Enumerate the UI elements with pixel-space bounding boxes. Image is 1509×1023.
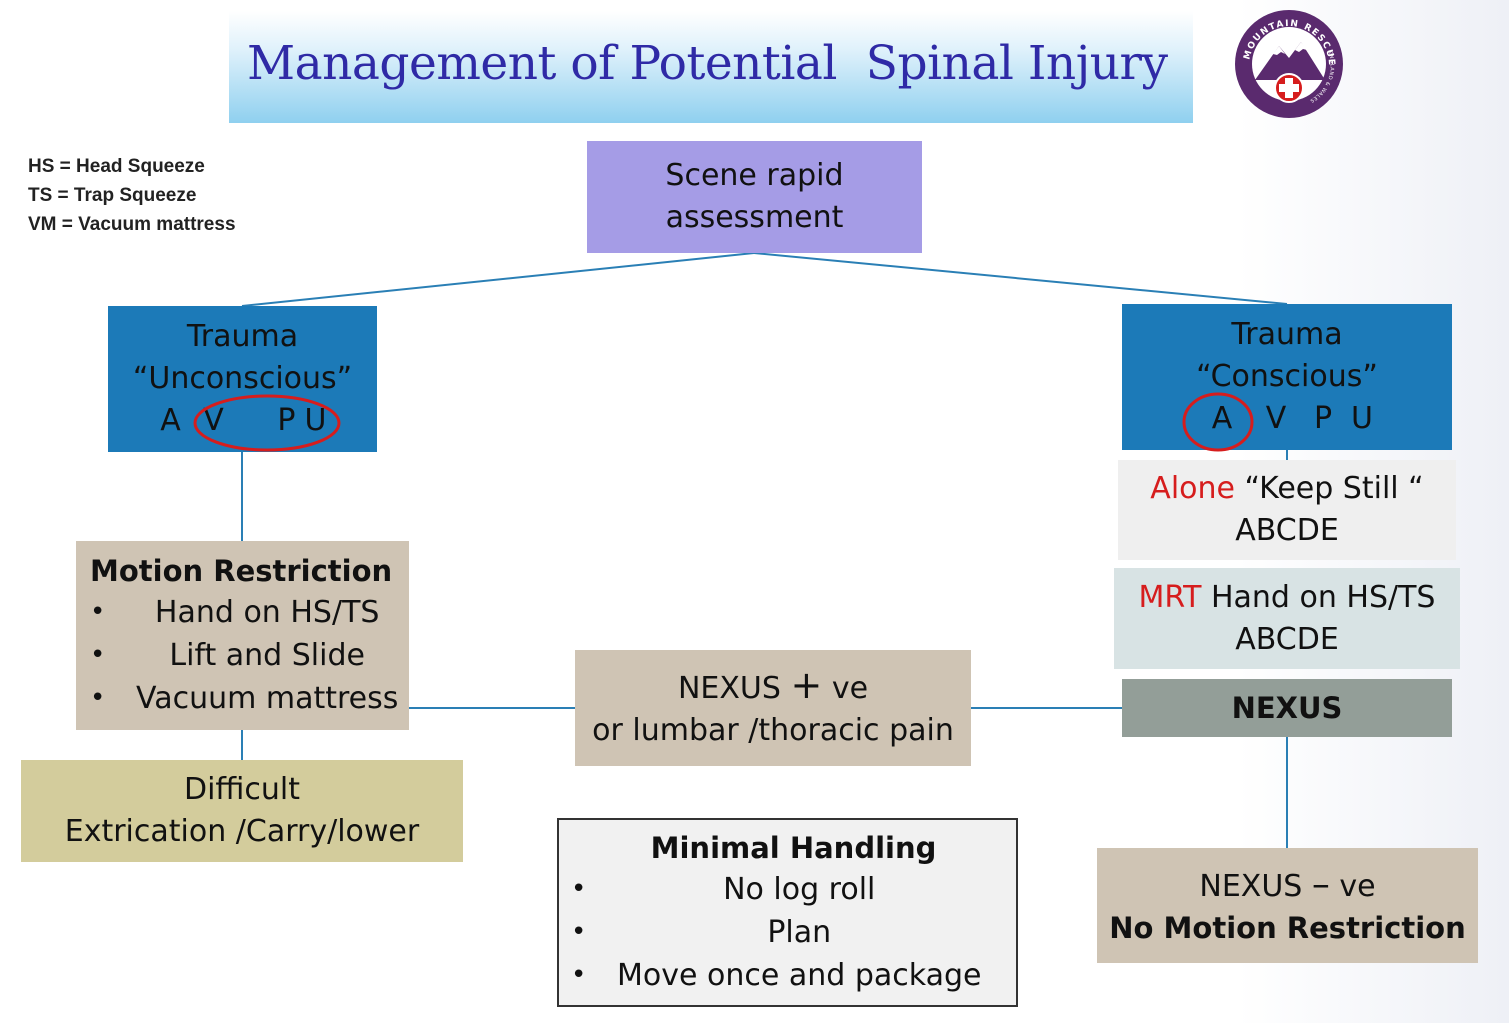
title-banner: Management of Potential Spinal Injury — [229, 11, 1193, 123]
scene-line-1: Scene rapid — [665, 158, 844, 193]
legend-vm: VM = Vacuum mattress — [28, 214, 236, 235]
page-title: Management of Potential Spinal Injury — [247, 36, 1168, 91]
highlight-circle-a — [1182, 392, 1254, 452]
mrt-label: MRT — [1138, 579, 1202, 615]
list-item: Hand on HS/TS — [90, 591, 398, 634]
motion-heading: Motion Restriction — [90, 554, 393, 588]
nexus-pos-line-1: NEXUS + ve — [677, 663, 869, 707]
nexus-positive-box: NEXUS + ve or lumbar /thoracic pain — [575, 650, 971, 766]
nexus-negative-box: NEXUS – ve No Motion Restriction — [1097, 848, 1478, 963]
minus-symbol: – — [1311, 863, 1330, 905]
avpu-p: P — [1313, 401, 1333, 436]
difficult-extrication-box: Difficult Extrication /Carry/lower — [21, 760, 463, 862]
minimal-list: No log roll Plan Move once and package — [571, 868, 981, 997]
highlight-ellipse-vpu — [193, 394, 341, 452]
trauma-unconscious-box: Trauma “Unconscious” A V P U — [108, 306, 377, 452]
nexus-label: NEXUS — [1231, 691, 1343, 725]
mrt-line-1: MRT Hand on HS/TS — [1138, 579, 1436, 615]
avpu-a: A — [1211, 401, 1233, 436]
connector-scene-right — [753, 252, 1288, 305]
nexus-box: NEXUS — [1122, 679, 1452, 737]
difficult-line-1: Difficult — [183, 772, 301, 807]
list-item: Move once and package — [571, 954, 981, 997]
alone-line-1: Alone “Keep Still “ — [1150, 471, 1424, 506]
list-item: Plan — [571, 911, 981, 954]
difficult-line-2: Extrication /Carry/lower — [64, 814, 420, 849]
trauma-right-line-2: “Conscious” — [1196, 359, 1378, 394]
avpu-v: V — [203, 403, 224, 438]
list-item: No log roll — [571, 868, 981, 911]
mountain-rescue-logo: MOUNTAIN RESCUE ENGLAND & WALES — [1233, 8, 1345, 120]
motion-restriction-box: Motion Restriction Hand on HS/TS Lift an… — [76, 541, 409, 730]
nexus-neg-line-1: NEXUS – ve — [1199, 863, 1376, 905]
avpu-v: V — [1265, 401, 1287, 436]
alone-line-2: ABCDE — [1235, 513, 1339, 548]
trauma-right-avpu: A V P U — [1194, 398, 1380, 440]
motion-list: Hand on HS/TS Lift and Slide Vacuum matt… — [90, 591, 398, 720]
list-item: Vacuum mattress — [90, 677, 398, 720]
legend-hs: HS = Head Squeeze — [28, 156, 205, 177]
connector-scene-left — [241, 252, 755, 307]
mrt-line-2: ABCDE — [1235, 621, 1339, 657]
avpu-u: U — [304, 403, 327, 438]
minimal-heading: Minimal Handling — [650, 831, 937, 865]
scene-line-2: assessment — [665, 200, 844, 235]
trauma-conscious-box: Trauma “Conscious” A V P U — [1122, 304, 1452, 450]
alone-keep-still-box: Alone “Keep Still “ ABCDE — [1118, 460, 1456, 560]
avpu-a: A — [160, 403, 181, 438]
trauma-left-line-2: “Unconscious” — [132, 361, 353, 396]
avpu-p: P — [277, 403, 296, 438]
plus-symbol: + — [790, 663, 823, 707]
trauma-left-avpu: A V P U — [150, 400, 336, 442]
list-item: Lift and Slide — [90, 634, 398, 677]
trauma-right-line-1: Trauma — [1231, 317, 1343, 352]
trauma-left-line-1: Trauma — [186, 319, 299, 354]
alone-label: Alone — [1150, 471, 1235, 506]
minimal-handling-box: Minimal Handling No log roll Plan Move o… — [557, 818, 1018, 1007]
avpu-u: U — [1351, 401, 1373, 436]
nexus-neg-line-2: No Motion Restriction — [1109, 910, 1466, 945]
mrt-hand-on-box: MRT Hand on HS/TS ABCDE — [1114, 568, 1460, 669]
legend-ts: TS = Trap Squeeze — [28, 185, 197, 206]
scene-assessment-box: Scene rapid assessment — [587, 141, 922, 253]
nexus-pos-line-2: or lumbar /thoracic pain — [592, 713, 954, 748]
